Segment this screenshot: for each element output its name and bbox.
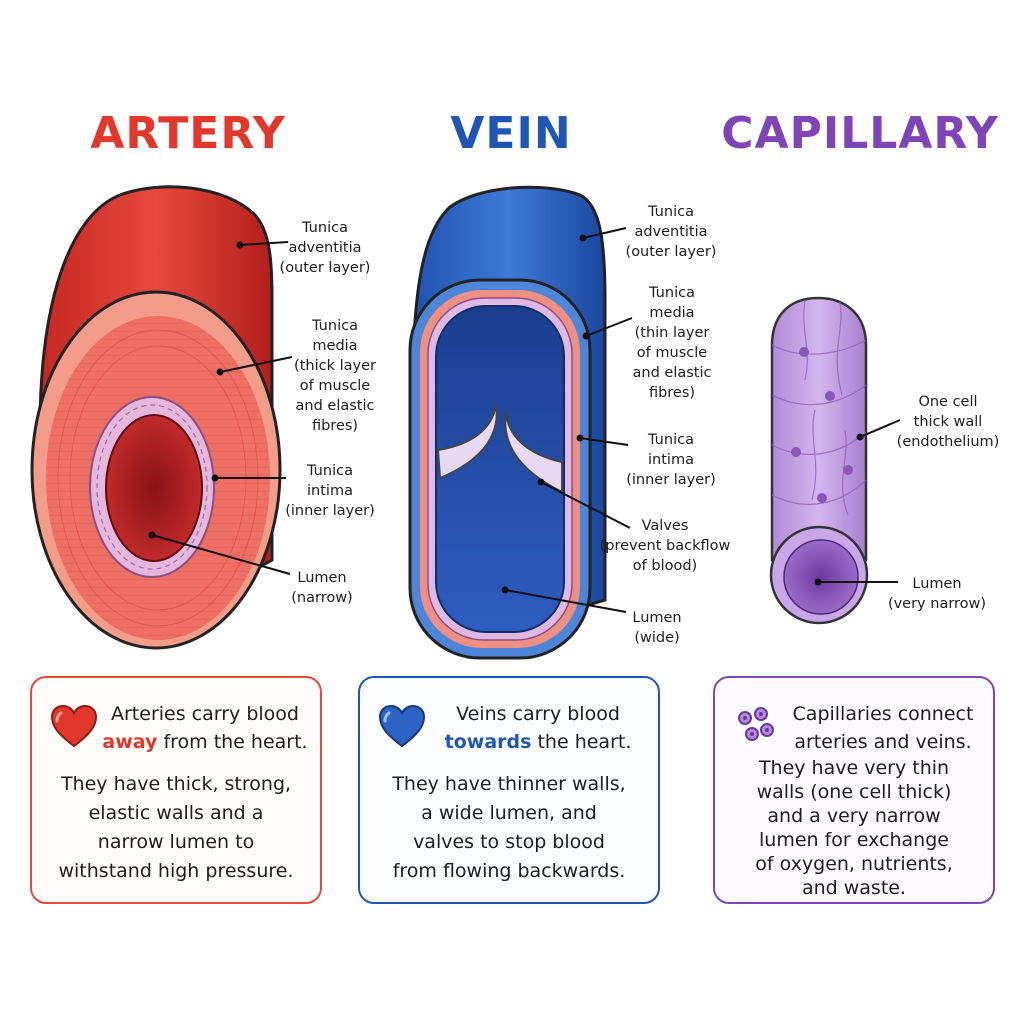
label-line: (narrow): [291, 590, 352, 606]
label-line: adventitia: [288, 240, 361, 256]
label-line: Tunica: [301, 220, 348, 236]
label-vein-media: Tunica media (thin layer of muscle and elast…: [633, 285, 712, 401]
label-line: (thin layer: [635, 325, 710, 341]
label-line: (inner layer): [285, 503, 375, 519]
label-artery-lumen: Lumen (narrow): [291, 570, 352, 606]
label-line: Tunica: [311, 318, 358, 334]
label-line: Tunica: [306, 463, 353, 479]
capillary-title: CAPILLARY: [721, 108, 999, 159]
label-vein-adventitia: Tunica adventitia (outer layer): [626, 204, 717, 260]
label-line: Tunica: [648, 285, 695, 301]
heart-icon: [50, 704, 98, 748]
capillary-illustration: [769, 296, 869, 625]
vein-illustration: [408, 185, 607, 660]
label-line: of muscle: [637, 345, 707, 361]
vein-card-heading: Veins carry blood towards the heart.: [444, 703, 632, 753]
artery-card-body: They have thick, strong, elastic walls a…: [58, 773, 294, 882]
vein-valve-left: [436, 404, 498, 480]
label-capillary-wall: One cell thick wall (endothelium): [897, 394, 1000, 450]
capillary-tube: [770, 296, 868, 562]
label-line: Tunica: [647, 432, 694, 448]
label-line: media: [312, 338, 357, 354]
vein-card-body: They have thinner walls, a wide lumen, a…: [392, 773, 626, 882]
artery-lumen: [105, 414, 203, 562]
label-artery-adventitia: Tunica adventitia (outer layer): [280, 220, 371, 276]
label-vein-valves: Valves (prevent backflow of blood): [600, 518, 731, 574]
label-line: (outer layer): [626, 244, 717, 260]
leader-dots: [148, 234, 864, 594]
heart-icon: [378, 704, 426, 748]
label-line: Lumen: [632, 610, 681, 626]
vein-lumen: [435, 305, 565, 633]
label-line: Valves: [642, 518, 689, 534]
vein-valve-right: [504, 411, 563, 494]
capillary-cell-nucleus: [799, 347, 809, 357]
label-line: (outer layer): [280, 260, 371, 276]
artery-illustration: [30, 185, 282, 650]
vein-card: Veins carry blood towards the heart. The…: [358, 676, 660, 904]
vein-title: VEIN: [450, 108, 572, 159]
label-line: thick wall: [914, 414, 983, 430]
label-line: Lumen: [297, 570, 346, 586]
cells-icon: [738, 707, 774, 741]
label-line: of blood): [633, 558, 697, 574]
label-line: and elastic: [296, 398, 375, 414]
label-line: (prevent backflow: [600, 538, 731, 554]
label-line: adventitia: [634, 224, 707, 240]
artery-card: Arteries carry blood away from the heart…: [30, 676, 322, 904]
label-line: fibres): [649, 385, 695, 401]
label-line: media: [649, 305, 694, 321]
label-line: (wide): [634, 630, 679, 646]
label-line: (endothelium): [897, 434, 1000, 450]
capillary-card-body: They have very thin walls (one cell thic…: [755, 757, 953, 899]
label-line: and elastic: [633, 365, 712, 381]
label-line: Lumen: [912, 576, 961, 592]
label-line: (inner layer): [626, 472, 716, 488]
capillary-lumen: [783, 539, 859, 615]
label-vein-lumen: Lumen (wide): [632, 610, 681, 646]
artery-card-heading: Arteries carry blood away from the heart…: [102, 703, 308, 753]
label-line: One cell: [918, 394, 977, 410]
label-line: Tunica: [647, 204, 694, 220]
capillary-card: Capillaries connect arteries and veins. …: [713, 676, 995, 904]
label-line: (thick layer: [294, 358, 376, 374]
label-line: of muscle: [300, 378, 370, 394]
artery-title: ARTERY: [90, 108, 286, 159]
label-vein-intima: Tunica intima (inner layer): [626, 432, 716, 488]
label-artery-intima: Tunica intima (inner layer): [285, 463, 375, 519]
label-artery-media: Tunica media (thick layer of muscle and elas…: [294, 318, 376, 434]
label-line: intima: [648, 452, 694, 468]
capillary-card-heading: Capillaries connect arteries and veins.: [792, 703, 974, 753]
label-line: intima: [307, 483, 353, 499]
label-line: fibres): [312, 418, 358, 434]
label-capillary-lumen: Lumen (very narrow): [888, 576, 986, 612]
label-line: (very narrow): [888, 596, 986, 612]
leader-lines: [151, 227, 901, 613]
